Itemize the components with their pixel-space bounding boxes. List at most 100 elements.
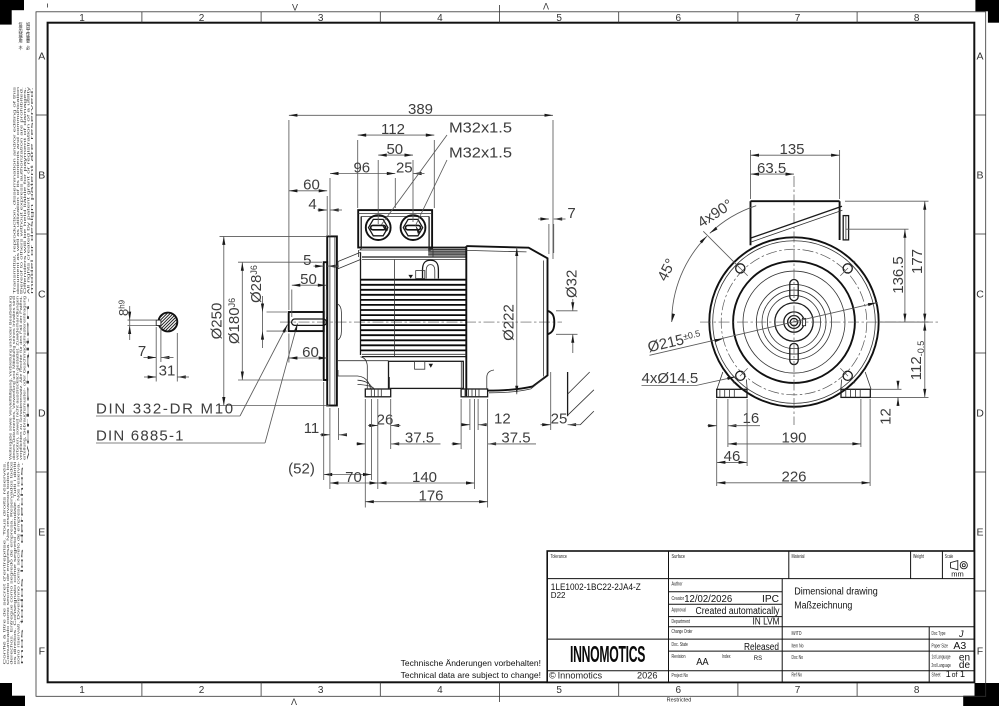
svg-text:5: 5: [303, 252, 311, 269]
svg-text:DIN 6885-1: DIN 6885-1: [96, 428, 185, 445]
svg-text:Ref No: Ref No: [792, 673, 803, 679]
svg-text:必: 必: [26, 44, 30, 50]
svg-text:2: 2: [199, 685, 205, 696]
svg-text:Project No: Project No: [672, 673, 689, 679]
svg-text:1: 1: [79, 685, 85, 696]
svg-text:,: ,: [27, 42, 28, 47]
svg-text:IPC: IPC: [762, 594, 779, 605]
svg-text:B: B: [38, 169, 45, 181]
svg-text:供: 供: [18, 24, 22, 30]
svg-text:37.5: 37.5: [501, 430, 530, 447]
svg-text:Approval: Approval: [672, 608, 687, 614]
svg-text:不: 不: [18, 45, 22, 50]
svg-text:112: 112: [381, 121, 405, 138]
svg-text:B: B: [976, 169, 983, 181]
svg-text:Doc. State: Doc. State: [672, 642, 689, 648]
svg-text:erteilung, Gebrauchsmuster- od: erteilung, Gebrauchsmuster- oder Geschma…: [23, 296, 27, 460]
svg-text:Surface: Surface: [672, 554, 686, 560]
svg-text:derechos. Entregue como segred: derechos. Entregue como segredo de empre…: [9, 461, 13, 665]
svg-text:DIN 332-DR M10: DIN 332-DR M10: [96, 401, 235, 418]
svg-text:8: 8: [914, 685, 920, 696]
svg-text:6: 6: [676, 13, 682, 24]
svg-text:使: 使: [18, 34, 22, 40]
svg-text:IN LVM: IN LVM: [753, 617, 780, 628]
svg-text:Ø180J6: Ø180J6: [226, 298, 243, 344]
svg-text:63.5: 63.5: [757, 160, 786, 177]
svg-text:Revision: Revision: [672, 654, 686, 660]
svg-text:Change Order: Change Order: [672, 629, 693, 635]
svg-text:INNOMOTICS: INNOMOTICS: [570, 641, 645, 667]
svg-text:136.5: 136.5: [890, 256, 907, 294]
svg-text:50: 50: [300, 271, 317, 288]
svg-text:3: 3: [318, 685, 324, 696]
svg-text:Department: Department: [672, 619, 691, 625]
svg-text:Scale: Scale: [945, 554, 954, 560]
svg-text:Weight: Weight: [913, 554, 924, 560]
svg-text:1: 1: [79, 13, 85, 24]
svg-text:F: F: [39, 645, 45, 657]
svg-text:M32x1.5: M32x1.5: [449, 145, 512, 162]
svg-text:F: F: [977, 645, 983, 657]
svg-text:All rights created by patent g: All rights created by patent grant or re…: [27, 86, 31, 294]
svg-text:document as well as utilizatio: document as well as utilization of its c…: [16, 87, 20, 294]
svg-text:Ø222: Ø222: [501, 304, 518, 341]
svg-text:因: 因: [26, 25, 30, 30]
svg-text:os direitos. Consegnato come s: os direitos. Consegnato come segreto azi…: [13, 461, 17, 665]
svg-text:(52): (52): [288, 460, 315, 477]
svg-text:Doc No: Doc No: [792, 655, 804, 661]
svg-text:J: J: [958, 629, 964, 639]
svg-text:4: 4: [437, 685, 443, 696]
svg-text:如: 如: [26, 21, 30, 27]
svg-text:25: 25: [551, 411, 568, 428]
svg-text:177: 177: [909, 249, 926, 274]
svg-text:vorbehalten.: vorbehalten.: [26, 295, 30, 460]
svg-text:thereof to others without expr: thereof to others without express author…: [19, 87, 23, 294]
svg-text:6: 6: [676, 685, 682, 696]
svg-text:1: 1: [960, 669, 965, 679]
svg-text:60: 60: [303, 177, 320, 194]
svg-text:M/ITD: M/ITD: [792, 631, 802, 637]
svg-text:96: 96: [353, 159, 370, 176]
svg-text:46: 46: [724, 448, 741, 465]
svg-text:60: 60: [302, 344, 319, 361]
svg-text:12/02/2026: 12/02/2026: [684, 594, 732, 605]
svg-text:D: D: [38, 407, 46, 419]
svg-text:16: 16: [743, 410, 760, 427]
svg-text:5: 5: [556, 685, 562, 696]
svg-text:Offenders will be held liable: Offenders will be held liable for paymen…: [23, 87, 27, 294]
svg-text:2nd Language: 2nd Language: [932, 663, 952, 669]
svg-text:1st Language: 1st Language: [932, 655, 951, 661]
svg-text:Comunicado como secreto de emp: Comunicado como secreto de empresa. Nos …: [6, 461, 10, 665]
svg-text:内: 内: [18, 27, 22, 33]
svg-text:2: 2: [199, 13, 205, 24]
svg-text:Restricted: Restricted: [667, 697, 692, 703]
svg-text:Λ: Λ: [543, 2, 549, 12]
svg-text:A: A: [38, 50, 45, 62]
svg-text:部: 部: [18, 31, 22, 37]
svg-text:226: 226: [781, 469, 806, 486]
svg-text:Ø250: Ø250: [209, 303, 226, 340]
svg-text:1LE1002-1BC22-2JA4-Z: 1LE1002-1BC22-2JA4-Z: [551, 582, 641, 593]
svg-text:用: 用: [18, 39, 22, 44]
svg-text:31: 31: [159, 363, 176, 380]
svg-text:3: 3: [318, 13, 324, 24]
svg-text:Sheet: Sheet: [932, 673, 941, 679]
svg-text:Dimensional drawing: Dimensional drawing: [794, 586, 878, 597]
svg-text:Author: Author: [672, 581, 683, 587]
svg-text:mos todos los derechos.: mos todos los derechos.: [20, 461, 24, 664]
svg-text:26: 26: [377, 411, 394, 428]
svg-text:37.5: 37.5: [405, 430, 434, 447]
svg-text:E: E: [976, 526, 983, 538]
svg-text:E: E: [38, 526, 45, 538]
svg-text:D22: D22: [551, 591, 566, 600]
svg-text:12: 12: [494, 411, 511, 428]
svg-text:190: 190: [781, 430, 806, 447]
svg-text:Transmittal, reproduction, dis: Transmittal, reproduction, dissemination…: [12, 86, 16, 294]
svg-text:C: C: [976, 288, 984, 300]
svg-text:Maßzeichnung: Maßzeichnung: [794, 601, 852, 612]
svg-text:sono riservati. Doverenno come: sono riservati. Doverenno come secreto d…: [17, 462, 21, 665]
svg-text:要: 要: [26, 38, 30, 44]
svg-text:A: A: [976, 50, 983, 62]
svg-text:de: de: [959, 660, 971, 671]
svg-text:12: 12: [877, 408, 894, 425]
